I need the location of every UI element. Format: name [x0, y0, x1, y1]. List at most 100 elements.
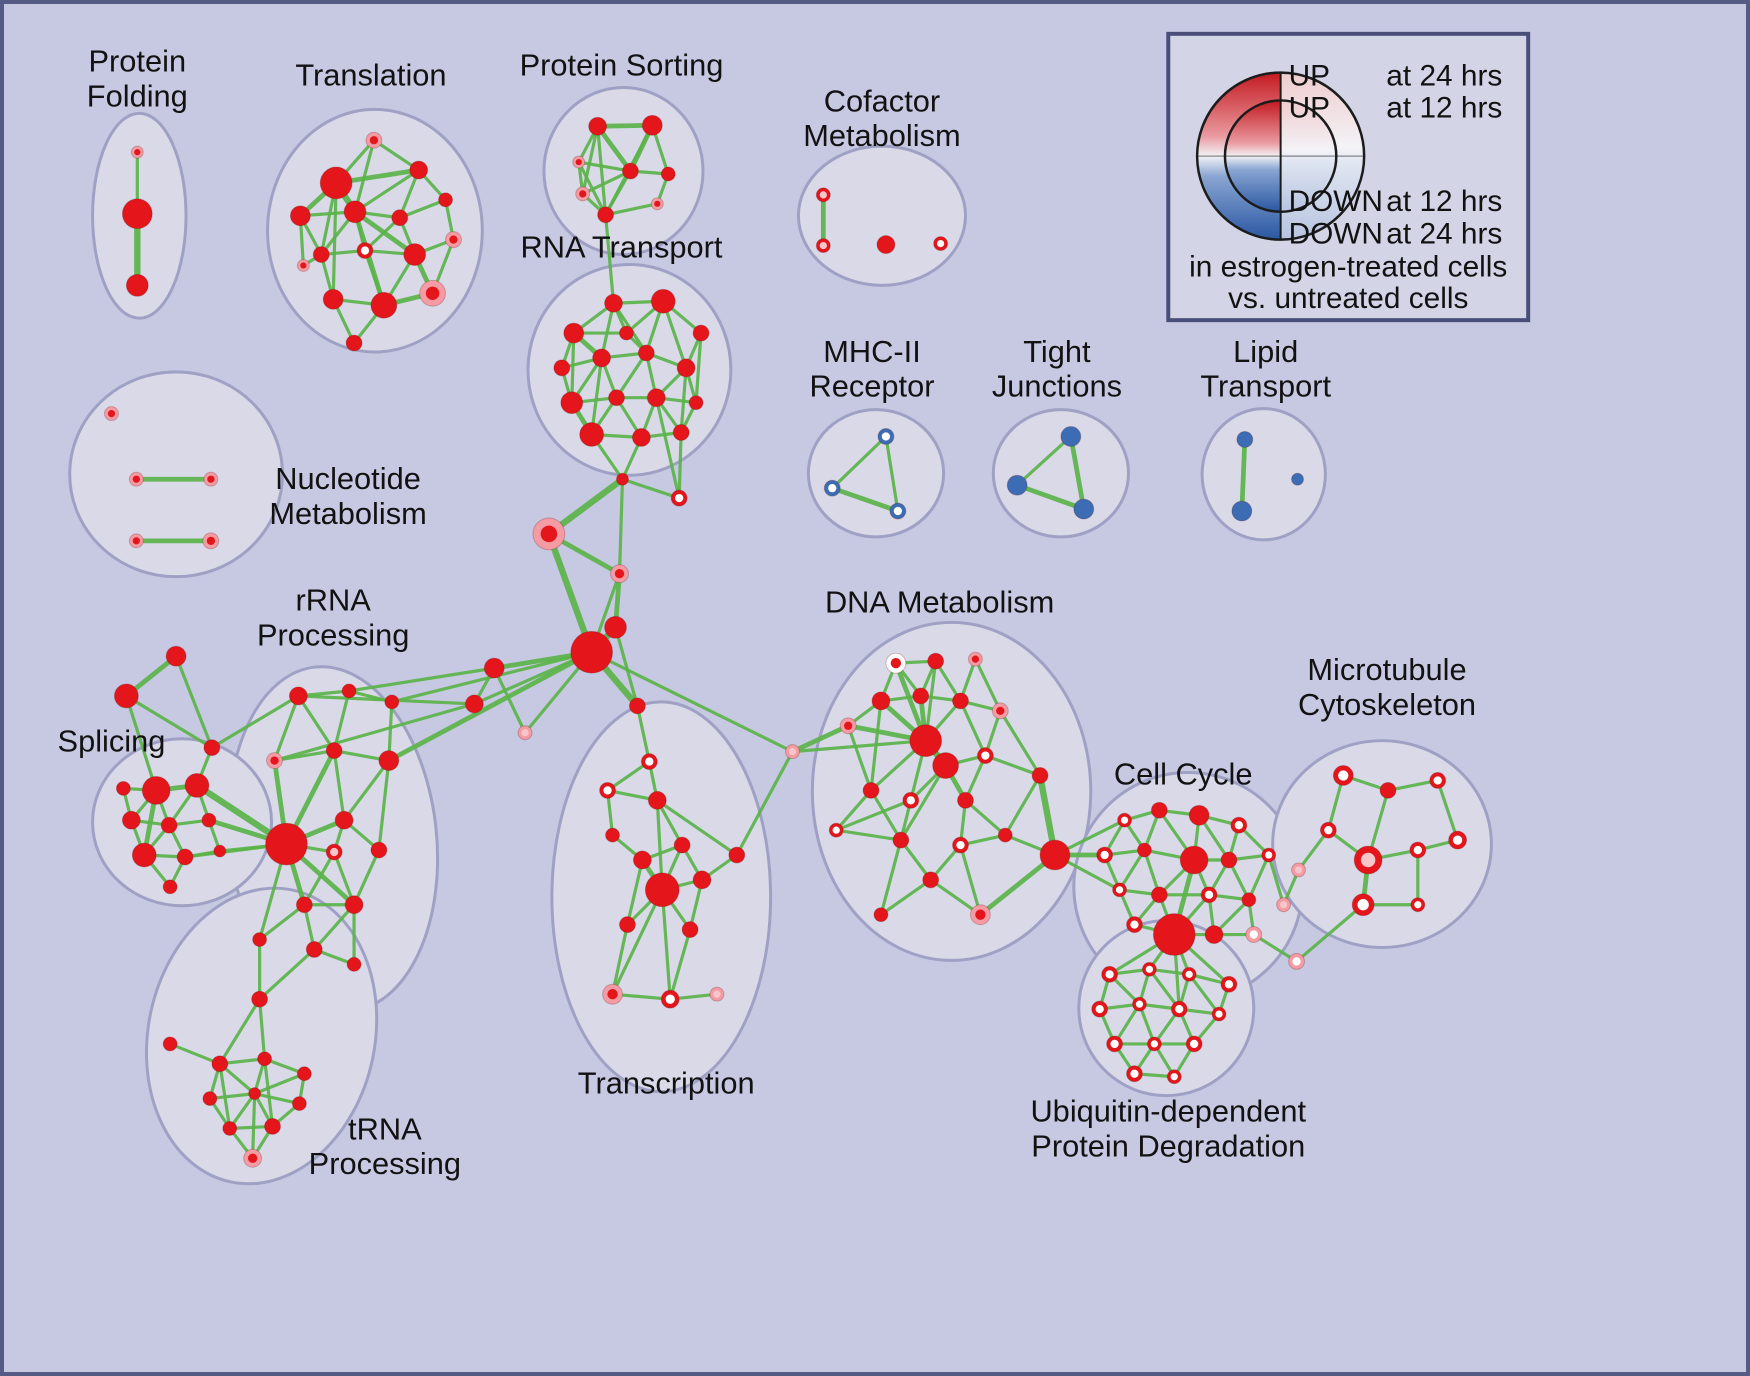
edge-ps7-rt2: [603, 213, 616, 305]
edge-tj1-tj3: [1068, 434, 1087, 512]
label-cofactor-metabolism-line2: Metabolism: [803, 118, 960, 153]
legend-caption-line1: in estrogen-treated cells: [1189, 250, 1507, 283]
edge-cc9-cc18: [1267, 853, 1286, 907]
legend-caption-line2: vs. untreated cells: [1228, 282, 1468, 315]
edge-tn2-tn3: [218, 997, 262, 1066]
node-ps2: [641, 114, 663, 136]
edge-dm15-dm19: [963, 798, 1007, 837]
edge-tl6-tl9: [363, 216, 402, 253]
node-mt1: [1332, 765, 1354, 786]
edge-cn5-g1: [590, 650, 795, 754]
label-mhc-ii-receptor-line1: MHC-II: [823, 334, 921, 369]
edge-tx7-tx10: [625, 858, 644, 927]
node-sp6: [131, 842, 157, 868]
node-cn3: [532, 517, 566, 551]
node-cc3: [1188, 804, 1210, 826]
node-rt7: [637, 344, 655, 362]
legend: UP at 24 hrs UP at 12 hrs DOWN at 12 hrs…: [1166, 31, 1531, 323]
node-dm17: [892, 831, 910, 849]
edge-tn4-tn5: [262, 1057, 306, 1076]
node-cc13: [1241, 892, 1257, 908]
node-nm4: [128, 533, 144, 549]
node-rr9: [370, 841, 388, 859]
node-cc10: [1112, 882, 1128, 898]
node-ub6: [1131, 996, 1147, 1012]
node-tx1: [628, 697, 646, 715]
node-mt7: [1448, 830, 1468, 850]
edge-rr9-rr11: [352, 848, 381, 907]
edge-ps3-ps4: [577, 160, 633, 173]
node-pf2: [121, 198, 153, 230]
edge-tl3-tl5: [353, 168, 421, 214]
node-sp2: [184, 773, 210, 798]
edge-dm5-dm13: [869, 699, 883, 792]
label-splicing: Splicing: [58, 724, 166, 759]
node-tl2: [365, 131, 383, 149]
node-tx12: [602, 983, 623, 1005]
node-dm8: [991, 702, 1009, 720]
edge-dm18-dm21: [958, 843, 982, 917]
edge-tx1-tx2: [635, 704, 651, 764]
edge-tl2-tl3: [372, 138, 421, 172]
node-dm10: [932, 752, 960, 779]
node-rt14: [631, 428, 651, 447]
node-dm13: [862, 781, 880, 799]
node-tx10: [618, 916, 636, 934]
node-ub12: [1126, 1065, 1143, 1083]
node-cn6: [604, 615, 627, 639]
node-sp5: [201, 812, 217, 828]
label-ubiquitin-degradation-line1: Ubiquitin-dependent: [1030, 1093, 1306, 1128]
node-sp1: [141, 775, 171, 805]
label-lipid-transport-line1: Lipid: [1233, 334, 1298, 369]
node-cc17: [1245, 926, 1263, 944]
node-cf2: [815, 238, 831, 254]
edge-dm17-dm22: [879, 838, 903, 917]
node-cc14: [1152, 913, 1196, 956]
node-dm4: [967, 651, 983, 667]
edge-tn7-tn8: [253, 1092, 301, 1106]
node-dm16: [828, 822, 844, 838]
legend-up-12-time: at 12 hrs: [1386, 91, 1502, 124]
node-ub1: [1101, 965, 1119, 983]
node-rt15: [672, 424, 690, 441]
edge-dm1-dm13: [846, 724, 873, 792]
node-dm7: [952, 692, 969, 710]
edge-dm16-dm17: [834, 828, 903, 842]
edge-cn1-cn4: [617, 477, 625, 576]
node-mt9: [1410, 897, 1426, 913]
node-rt6: [592, 348, 612, 368]
legend-up-24-time: at 24 hrs: [1386, 60, 1502, 93]
node-dm19: [997, 827, 1013, 843]
node-tn1: [162, 1036, 178, 1052]
label-nucleotide-metabolism-line2: Metabolism: [269, 496, 426, 531]
edge-ps1-ps7: [596, 124, 608, 217]
edge-rr8-rr11: [332, 850, 356, 907]
node-rr3: [384, 694, 400, 710]
node-g1: [785, 744, 800, 760]
node-pf3: [125, 273, 149, 297]
edge-tj1-tj2: [1015, 434, 1073, 487]
node-ub13: [1166, 1069, 1182, 1085]
node-dm18: [952, 836, 969, 854]
edge-lt1-lt2: [1239, 437, 1248, 514]
node-tl9: [356, 242, 374, 260]
node-cc18: [1276, 897, 1292, 913]
node-rt2: [604, 293, 623, 313]
node-tl10: [403, 243, 427, 266]
node-ps6: [575, 186, 591, 202]
node-ub9: [1106, 1035, 1124, 1053]
node-dm3: [927, 652, 945, 670]
node-tn4: [257, 1051, 273, 1067]
edge-mh1-mh2: [830, 434, 888, 490]
node-tx6: [673, 836, 691, 854]
node-mt5: [1353, 845, 1383, 875]
edge-rr5-rr7: [332, 749, 346, 822]
edge-ps4-ps7: [603, 169, 633, 217]
node-sp7: [176, 848, 194, 866]
label-mhc-ii-receptor-line2: Receptor: [810, 369, 935, 404]
node-cc9: [1261, 847, 1277, 863]
edge-tx4-tx15: [655, 798, 739, 857]
edge-rr2-rr5: [332, 689, 351, 753]
edge-sf2-sp1: [124, 694, 158, 792]
